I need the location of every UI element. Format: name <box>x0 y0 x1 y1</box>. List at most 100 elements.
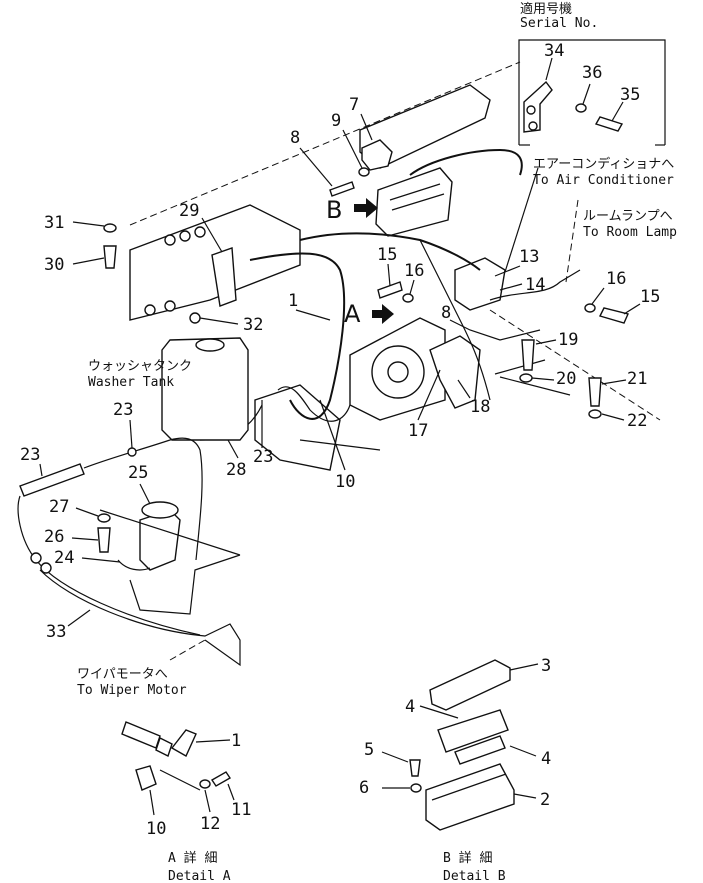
part-number: 18 <box>470 397 490 417</box>
part-number: 22 <box>627 411 647 431</box>
part-number: 15 <box>377 245 397 265</box>
fuse-box <box>375 167 453 237</box>
connector <box>194 226 206 238</box>
part-number: 23 <box>253 447 273 467</box>
serial-label-en: Serial No. <box>520 16 598 31</box>
washer-16 <box>402 293 414 303</box>
washer-tank <box>161 337 249 441</box>
bolt-8 <box>329 181 355 197</box>
part-number: 10 <box>335 472 355 492</box>
bracket-18 <box>429 335 481 409</box>
wiper-motor-en: To Wiper Motor <box>77 683 187 698</box>
arrow-b-icon <box>354 198 378 218</box>
fasteners <box>97 167 629 553</box>
room-lamp-en: To Room Lamp <box>583 225 677 240</box>
detail-a-en: Detail A <box>168 869 231 883</box>
part-number: 13 <box>519 247 539 267</box>
fuse-block-4 <box>437 709 509 753</box>
part-number: 9 <box>331 111 341 131</box>
serial-box: 適用号機 Serial No. <box>518 1 666 146</box>
screw-34b <box>528 121 538 131</box>
part-number: 28 <box>226 460 246 480</box>
arrow-a-icon <box>372 304 394 324</box>
clamp-23 <box>127 447 137 457</box>
bolt-26 <box>97 527 111 553</box>
bracket-34 <box>523 80 553 133</box>
part-number: 1 <box>231 731 241 751</box>
marker-a-label: A <box>344 300 361 328</box>
connector <box>164 300 176 312</box>
washer-tank-en: Washer Tank <box>88 375 174 390</box>
part-number: 4 <box>541 749 551 769</box>
part-10 <box>135 765 157 791</box>
wiper-motor-jp: ワイパモータへ <box>77 667 168 682</box>
connector <box>144 304 156 316</box>
part-number: 11 <box>231 800 251 820</box>
washer-16b <box>584 303 596 313</box>
detail-a: A 詳 細 Detail A <box>121 721 235 883</box>
connector <box>189 312 201 324</box>
part-number: 24 <box>54 548 74 568</box>
room-lamp-jp: ルームランプへ <box>583 209 673 224</box>
connector <box>179 230 191 242</box>
marker-b-label: B <box>326 196 342 224</box>
washer-12 <box>199 779 211 789</box>
part-number: 12 <box>200 814 220 834</box>
part-number: 5 <box>364 740 374 760</box>
part-number: 4 <box>405 697 415 717</box>
relay-7 <box>361 139 393 171</box>
part-number: 8 <box>290 128 300 148</box>
screw-34a <box>526 105 536 115</box>
part-number: 19 <box>558 330 578 350</box>
serial-label-jp: 適用号機 <box>520 1 572 17</box>
part-number-labels: 34 36 35 7 9 8 29 31 30 13 15 16 14 16 1… <box>20 41 660 839</box>
fuse-4b <box>454 735 506 765</box>
pump-25 <box>139 509 181 571</box>
detail-b-jp: B 詳 細 <box>443 850 492 866</box>
part-number: 33 <box>46 622 66 642</box>
part-number: 23 <box>113 400 133 420</box>
washer-20 <box>519 373 533 383</box>
detail-b: B 詳 細 Detail B <box>381 659 539 883</box>
part-number: 21 <box>627 369 647 389</box>
screw-5 <box>409 759 421 777</box>
marker-a: A <box>344 300 394 328</box>
washer-27 <box>97 513 111 523</box>
part-number: 27 <box>49 497 69 517</box>
bolt-21 <box>588 377 602 407</box>
washer-tank-jp: ウォッシャタンク <box>88 359 192 374</box>
motor-hub <box>387 361 409 383</box>
part-number: 23 <box>20 445 40 465</box>
washer-9 <box>358 167 370 177</box>
detail-a-jp: A 詳 細 <box>168 850 217 866</box>
cab-harness-assembly <box>129 61 661 471</box>
part-number: 32 <box>243 315 263 335</box>
console-box <box>359 84 491 169</box>
part-number: 26 <box>44 527 64 547</box>
hose-23 <box>19 463 85 497</box>
part-number: 29 <box>179 201 199 221</box>
lower-bracket <box>254 384 341 471</box>
callout-wiper-motor: ワイパモータへ To Wiper Motor <box>77 639 206 698</box>
part-number: 14 <box>525 275 545 295</box>
nozzle <box>30 552 42 564</box>
part-number: 36 <box>582 63 602 83</box>
connector <box>164 234 176 246</box>
part-number: 10 <box>146 819 166 839</box>
fuse-base-2 <box>425 763 515 831</box>
washer-tank-cap <box>195 338 225 352</box>
relay-box-13 <box>454 257 506 311</box>
nozzle-b <box>40 562 52 574</box>
part-number: 7 <box>349 95 359 115</box>
part-number: 16 <box>404 261 424 281</box>
callout-air-conditioner: エアーコンディショナへ To Air Conditioner <box>504 156 674 273</box>
bolt-15 <box>377 281 403 299</box>
part-number: 8 <box>441 303 451 323</box>
detail-b-en: Detail B <box>443 869 506 883</box>
harness-end <box>121 721 161 749</box>
part-number: 1 <box>288 291 298 311</box>
part-number: 30 <box>44 255 64 275</box>
bolt-15b <box>598 307 629 324</box>
washer-31 <box>103 223 117 233</box>
